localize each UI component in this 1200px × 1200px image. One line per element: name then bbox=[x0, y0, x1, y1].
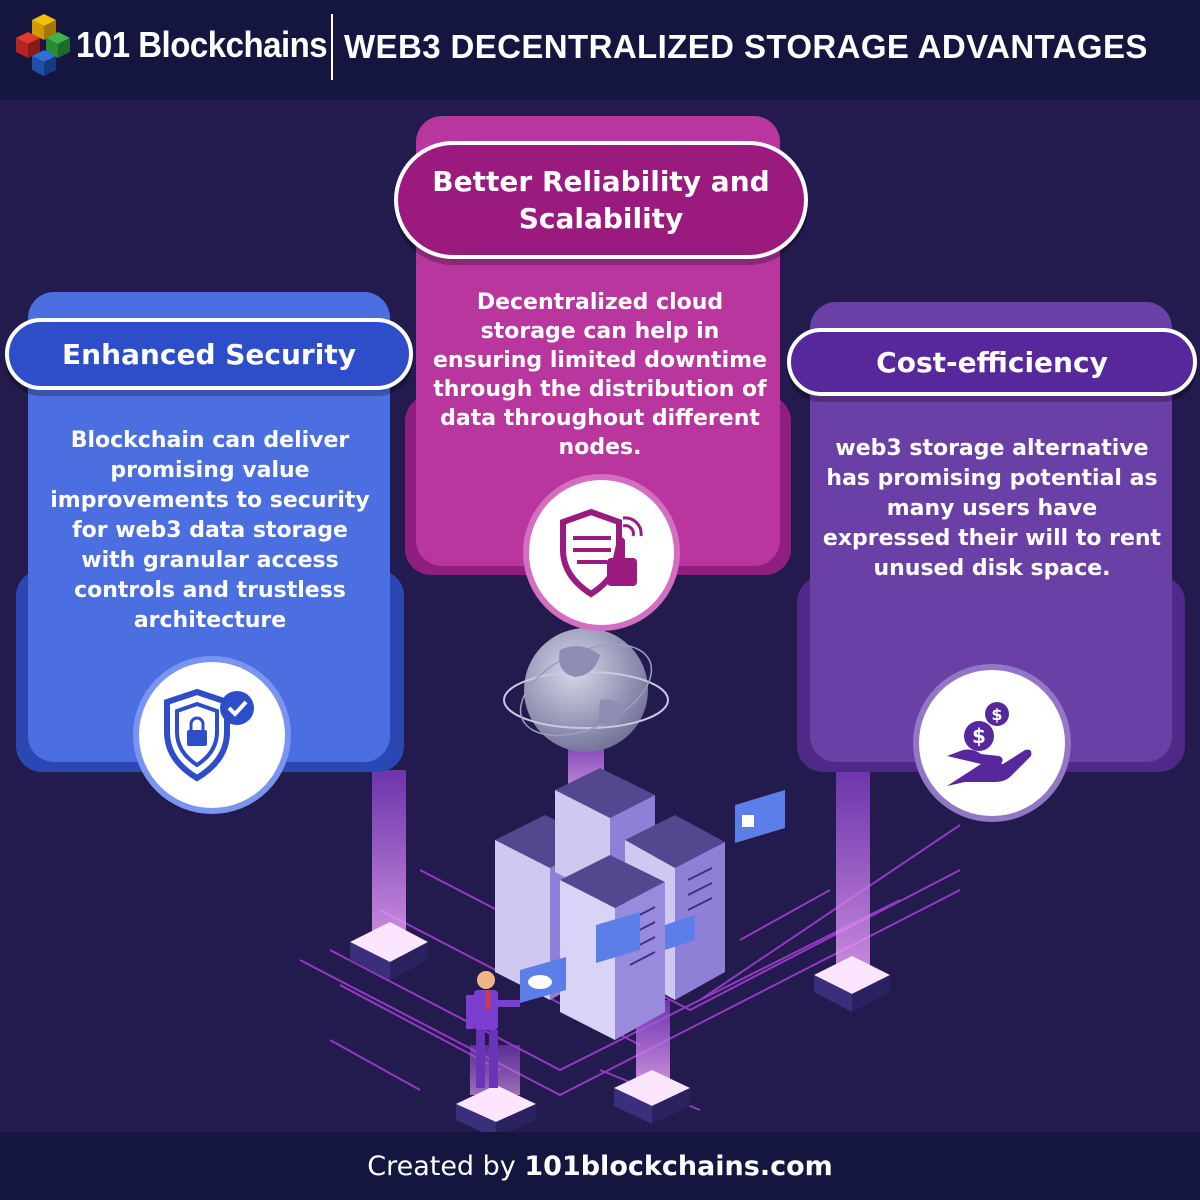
security-title: Enhanced Security bbox=[62, 337, 356, 371]
footer-prefix: Created by bbox=[367, 1150, 516, 1182]
logo-cubes-icon bbox=[16, 14, 70, 76]
header-bar: 101 Blockchains WEB3 DECENTRALIZED STORA… bbox=[0, 0, 1200, 100]
reliability-icon-badge bbox=[529, 480, 674, 625]
cost-icon-badge: $ $ bbox=[919, 670, 1065, 816]
footer-bar: Created by 101blockchains.com bbox=[0, 1132, 1200, 1200]
reliability-description: Decentralized cloud storage can help in … bbox=[433, 290, 767, 460]
cost-description: web3 storage alternative has promising p… bbox=[822, 436, 1162, 581]
cost-title-pill: Cost-efficiency bbox=[787, 328, 1197, 396]
page-title: WEB3 DECENTRALIZED STORAGE ADVANTAGES bbox=[344, 28, 1148, 65]
header-divider bbox=[331, 14, 333, 80]
svg-text:$: $ bbox=[972, 724, 986, 748]
hand-dollar-coins-icon: $ $ bbox=[947, 702, 1032, 786]
cost-title: Cost-efficiency bbox=[876, 345, 1108, 379]
security-icon-badge bbox=[139, 662, 285, 808]
reliability-title-line1: Better Reliability and bbox=[432, 165, 770, 198]
security-title-pill: Enhanced Security bbox=[5, 318, 413, 390]
footer-credit: Created by 101blockchains.com bbox=[367, 1151, 833, 1182]
shield-thumbs-up-icon bbox=[559, 508, 643, 598]
reliability-title-line2: Scalability bbox=[518, 202, 684, 235]
reliability-title-pill: Better Reliability and Scalability bbox=[394, 141, 808, 259]
brand-name: 101 Blockchains bbox=[76, 24, 328, 65]
footer-site-link[interactable]: 101blockchains.com bbox=[524, 1150, 833, 1182]
svg-text:$: $ bbox=[991, 705, 1002, 724]
shield-lock-check-icon bbox=[164, 688, 254, 782]
security-description: Blockchain can deliver promising value i… bbox=[50, 428, 370, 633]
